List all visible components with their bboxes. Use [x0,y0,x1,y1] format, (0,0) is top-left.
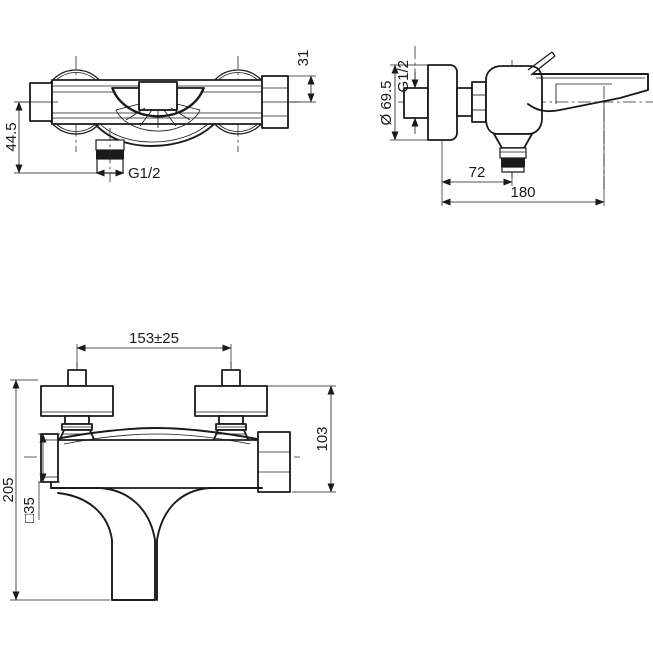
dim-72-label: 72 [469,164,486,181]
top-view-fan-rib-r3 [176,103,201,111]
front-view-body-top-inner [63,433,251,445]
top-view-fan-rib-r2 [170,107,191,121]
top-view-fan-rib-l1 [139,109,153,127]
front-view-right-endcap [257,431,291,493]
side-view: G1/2 Ø 69.5 72 180 [378,46,653,206]
dim-31-label: 31 [295,50,312,67]
side-view-connector-2 [471,81,487,123]
side-view-body [485,65,543,135]
dim-695-label: Ø 69.5 [378,80,395,125]
side-view-escutcheon [427,64,458,141]
front-view: 153±25 205 □35 103 [0,330,336,601]
top-view-fan-rib-l3 [115,103,140,111]
top-view-fan-rib-r1 [163,109,177,127]
top-view-fan-inner-arc [115,109,201,132]
side-view-lever-upper [527,51,553,71]
side-view-outlet-cone [493,133,533,149]
front-view-left-handle-cap [40,385,114,417]
front-view-right-handle-stem [221,369,241,387]
dim-103-label: 103 [314,426,331,451]
side-view-lever-tip [551,51,556,57]
dim-g12-top-label: G1/2 [128,165,161,182]
front-view-body [50,439,263,489]
front-view-left-handle-neck [64,415,90,425]
front-view-spout-left [50,487,156,601]
dim-35-label: □35 [21,497,38,523]
front-view-left-endcap [40,433,59,483]
dim-44-5-label: 44.5 [3,122,20,151]
front-view-body-top-curve [50,427,263,441]
top-view-fan-rib-l2 [125,107,146,121]
dim-g12-side-label: G1/2 [395,60,412,93]
side-view-connector [456,87,473,117]
top-view-spout-inner-block [138,81,178,111]
dim-180-label: 180 [510,184,535,201]
front-view-left-handle-stem [67,369,87,387]
side-view-outlet-collar [499,147,527,159]
top-view-spout-shoulder-inner [99,123,209,143]
side-view-lever-lower [530,55,556,76]
side-view-spout [527,73,649,113]
top-view: 44.5 31 G1/2 [3,50,316,182]
front-view-right-handle-cap [194,385,268,417]
side-view-outlet-thread [501,158,525,167]
side-view-outlet-end [501,166,525,173]
front-view-right-handle-neck [218,415,244,425]
dim-153-label: 153±25 [129,330,179,347]
front-view-spout-right [156,487,263,601]
dim-205-label: 205 [0,477,17,502]
